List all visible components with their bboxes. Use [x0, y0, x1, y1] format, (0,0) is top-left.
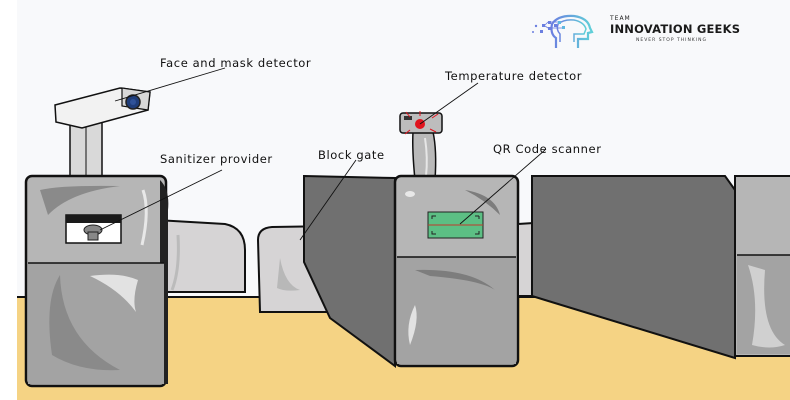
sanitizer-dispenser — [65, 214, 122, 244]
label-face-mask-detector: Face and mask detector — [160, 56, 312, 70]
logo-team-text: TEAM — [610, 15, 631, 22]
qr-scanner-screen — [427, 211, 484, 239]
label-sanitizer-provider: Sanitizer provider — [160, 152, 273, 166]
label-block-gate: Block gate — [318, 148, 385, 162]
leader-lines — [99, 67, 546, 241]
left-machine — [24, 87, 246, 388]
left-margin — [0, 0, 17, 400]
block-gate-leader — [299, 159, 357, 241]
qr-leader — [459, 149, 546, 225]
head-circuit-icon — [532, 14, 594, 48]
temperature-sensor — [399, 111, 443, 135]
right-machine — [531, 175, 790, 360]
label-temperature-detector: Temperature detector — [445, 69, 583, 83]
face-mask-leader — [114, 67, 226, 102]
machine-dark-side — [303, 174, 396, 368]
team-logo: TEAM INNOVATION GEEKS NEVER STOP THINKIN… — [528, 12, 778, 52]
sanitizer-leader — [99, 169, 223, 231]
label-qr-code-scanner: QR Code scanner — [493, 142, 602, 156]
logo-tagline: NEVER STOP THINKING — [636, 38, 707, 43]
temperature-leader — [419, 82, 479, 125]
right-block-wall — [531, 175, 736, 360]
center-machine — [256, 111, 551, 368]
logo-name-text: INNOVATION GEEKS — [610, 22, 741, 36]
